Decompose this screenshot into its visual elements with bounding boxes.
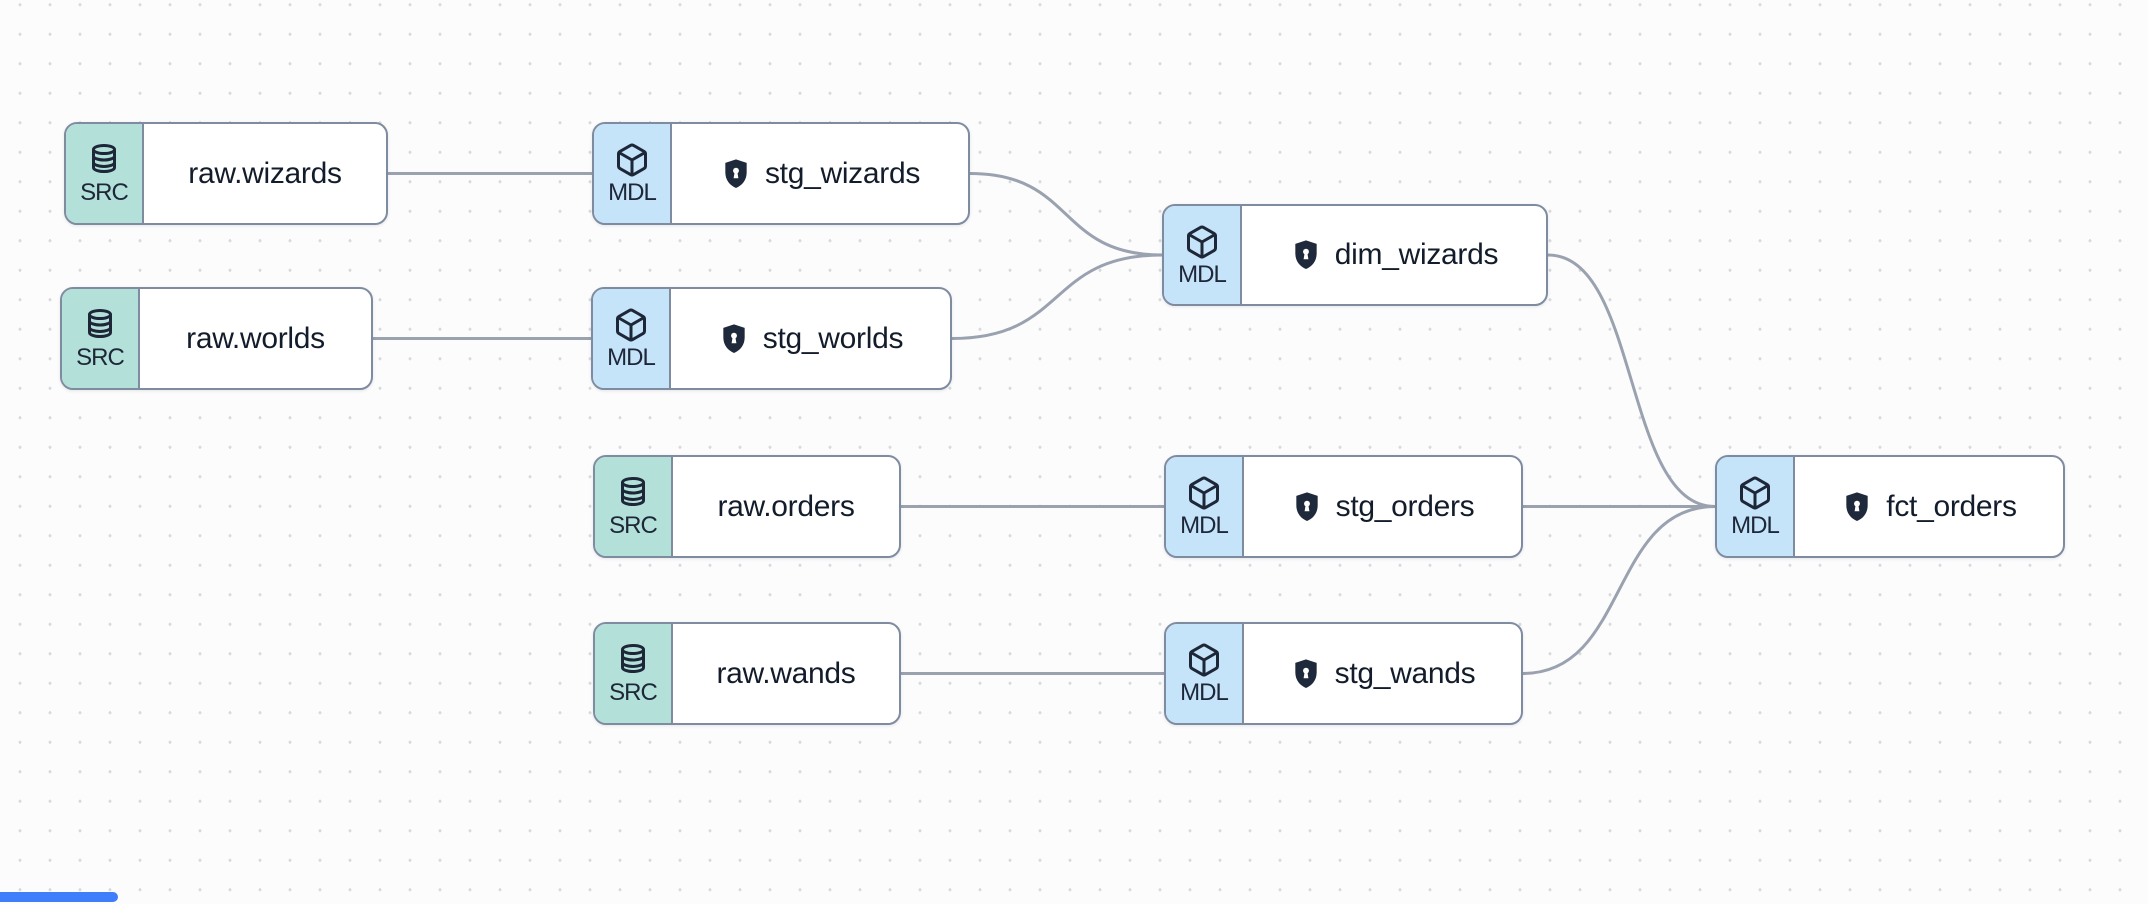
node-type-badge: MDL	[594, 124, 672, 223]
node-type-label: MDL	[1731, 512, 1780, 539]
node-body: stg_wands	[1244, 624, 1521, 723]
edge-stg-worlds-to-dim-wizards	[950, 253, 1164, 340]
node-body: stg_worlds	[671, 289, 950, 388]
cube-icon	[1187, 225, 1217, 258]
cube-icon	[617, 143, 647, 177]
node-type-label: SRC	[76, 344, 125, 371]
shield-lock-icon	[723, 323, 745, 353]
node-type-label: MDL	[1178, 260, 1227, 288]
database-icon	[621, 643, 645, 674]
edge-dim-wizards-to-fct-orders	[1546, 253, 1717, 508]
node-name-label: raw.worlds	[186, 321, 325, 355]
node-type-label: SRC	[80, 179, 129, 206]
node-name-label: raw.wizards	[188, 156, 342, 190]
node-type-label: SRC	[609, 679, 658, 706]
cube-icon	[616, 308, 646, 342]
node-type-badge: MDL	[1166, 624, 1244, 723]
shield-lock-icon	[725, 158, 747, 188]
node-name-label: dim_wizards	[1334, 238, 1499, 271]
node-type-badge: MDL	[593, 289, 671, 388]
node-name-label: stg_wands	[1334, 656, 1476, 690]
shield-lock-icon	[1295, 491, 1318, 521]
node-type-badge: MDL	[1166, 457, 1244, 556]
node-type-badge: SRC	[595, 624, 673, 723]
node-type-badge: SRC	[66, 124, 144, 223]
node-body: raw.worlds	[140, 289, 371, 388]
node-raw-orders[interactable]: SRC raw.orders	[593, 455, 901, 558]
cube-icon	[1189, 643, 1219, 677]
node-body: raw.wands	[673, 624, 899, 723]
edge-stg-wands-to-fct-orders	[1521, 505, 1717, 675]
database-icon	[92, 143, 116, 174]
database-icon	[88, 308, 112, 339]
canvas-scrollbar-thumb[interactable]	[0, 892, 118, 902]
node-body: fct_orders	[1795, 457, 2063, 556]
node-raw-worlds[interactable]: SRC raw.worlds	[60, 287, 373, 390]
node-raw-wands[interactable]: SRC raw.wands	[593, 622, 901, 725]
node-stg-wands[interactable]: MDL stg_wands	[1164, 622, 1523, 725]
shield-lock-icon	[1846, 491, 1868, 521]
node-stg-wizards[interactable]: MDL stg_wizards	[592, 122, 970, 225]
node-body: raw.orders	[673, 457, 899, 556]
node-body: stg_wizards	[672, 124, 968, 223]
node-type-badge: MDL	[1164, 206, 1242, 304]
node-type-label: MDL	[607, 344, 656, 371]
node-type-badge: MDL	[1717, 457, 1795, 556]
cube-icon	[1189, 476, 1219, 510]
node-dim-wizards[interactable]: MDL dim_wizards	[1162, 204, 1548, 306]
database-icon	[621, 476, 645, 507]
node-name-label: fct_orders	[1886, 489, 2017, 523]
node-type-label: MDL	[1180, 512, 1229, 539]
node-body: raw.wizards	[144, 124, 386, 223]
node-type-badge: SRC	[62, 289, 140, 388]
node-type-label: MDL	[1180, 679, 1229, 706]
node-name-label: raw.wands	[716, 656, 856, 690]
shield-lock-icon	[1295, 240, 1317, 269]
node-name-label: stg_worlds	[762, 321, 904, 355]
node-name-label: stg_orders	[1335, 489, 1475, 523]
node-fct-orders[interactable]: MDL fct_orders	[1715, 455, 2065, 558]
shield-lock-icon	[1294, 658, 1317, 688]
edge-stg-wizards-to-dim-wizards	[968, 172, 1164, 257]
cube-icon	[1740, 476, 1770, 510]
node-raw-wizards[interactable]: SRC raw.wizards	[64, 122, 388, 225]
node-body: dim_wizards	[1242, 206, 1546, 304]
node-type-label: SRC	[609, 512, 658, 539]
node-type-badge: SRC	[595, 457, 673, 556]
node-name-label: raw.orders	[717, 489, 855, 523]
node-body: stg_orders	[1244, 457, 1521, 556]
node-stg-orders[interactable]: MDL stg_orders	[1164, 455, 1523, 558]
node-name-label: stg_wizards	[764, 156, 921, 190]
node-stg-worlds[interactable]: MDL stg_worlds	[591, 287, 952, 390]
node-type-label: MDL	[608, 179, 657, 206]
